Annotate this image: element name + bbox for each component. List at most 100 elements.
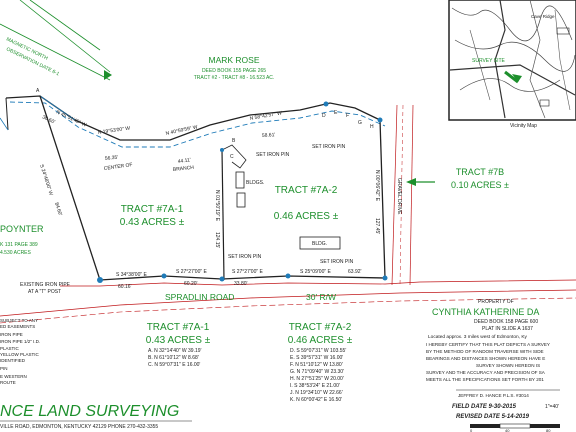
south-boundary bbox=[0, 101, 576, 324]
vicinity-map: SURVEY SITE Cave Ridge bbox=[448, 0, 576, 121]
bottom-7a2-call-h: H. N 27°51'25" W 20.00' bbox=[290, 376, 344, 382]
point-letter-c: C bbox=[230, 154, 234, 160]
bldg-label: BLDG. bbox=[312, 241, 327, 247]
west-boundary bbox=[0, 95, 101, 281]
cert-line-5: SURVEY AND THE ACCURACY AND PRECISION OF… bbox=[426, 370, 546, 375]
bldg-outlines bbox=[221, 144, 341, 250]
point-letter-a: A bbox=[36, 88, 40, 94]
bottom-7a1-name: TRACT #7A-1 bbox=[147, 322, 210, 333]
cert-line-2: BY THE METHOD OF RANDOM TRAVERSE WITH SI… bbox=[426, 349, 544, 354]
bldgs-label: BLDGS. bbox=[246, 180, 264, 186]
left-note-5: PLASTIC bbox=[0, 346, 20, 351]
left-notes: SUBJECT TO ANY ED EASEMENTS IRON PIPE IR… bbox=[0, 318, 40, 385]
poynter-deed: K 131 PAGE 389 bbox=[0, 242, 38, 248]
scale-text: 1"=40' bbox=[545, 404, 559, 410]
cert-line-1: I HEREBY CERTIFY THAT THIS PLAT DEPICTS … bbox=[426, 342, 550, 347]
creek-bearing-4: N 58°42'57" W bbox=[249, 110, 282, 122]
stream-center-label: CENTER OF bbox=[103, 162, 132, 172]
north-arrow bbox=[0, 0, 112, 81]
point-letter-h: H bbox=[370, 124, 374, 130]
point-letter-g: G bbox=[358, 120, 362, 126]
poynter-acres: 4.530 ACRES bbox=[0, 250, 32, 256]
bottom-7a1-call-a: A. N 32°14'40" W 39.19' bbox=[148, 348, 202, 354]
bottom-7a2-name: TRACT #7A-2 bbox=[289, 322, 352, 333]
east-line-dist: 127.45' bbox=[374, 218, 380, 234]
vicinity-town-label: Cave Ridge bbox=[531, 14, 555, 19]
tract-7b-name: TRACT #7B bbox=[456, 167, 504, 177]
cert-line-3: BEARINGS AND DISTANCES SHOWN HEREON HAVE… bbox=[426, 356, 545, 361]
tract-7a1-name: TRACT #7A-1 bbox=[121, 204, 184, 215]
bottom-7a2-call-j: J. N 19°34'10" W 22.66' bbox=[290, 390, 343, 396]
creek-boundary bbox=[5, 95, 386, 148]
cynthia-property-of: PROPERTY OF bbox=[478, 299, 514, 305]
road-call-1-dist: 60.16' bbox=[118, 284, 132, 290]
left-note-4: IRON PIPE 1/2" I.D. bbox=[0, 339, 40, 344]
stream-branch-label: BRANCH bbox=[173, 165, 195, 173]
cynthia-slide: PLAT IN SLIDE A 1637 bbox=[482, 326, 533, 332]
bottom-7a1-acres: 0.43 ACRES ± bbox=[146, 335, 211, 346]
vicinity-site-label: SURVEY SITE bbox=[472, 58, 506, 64]
left-note-2: ED EASEMENTS bbox=[0, 324, 35, 329]
bottom-7a1-call-b: B. N 61°10'12" W 8.68' bbox=[148, 355, 199, 361]
left-note-6: YELLOW PLASTIC bbox=[0, 352, 40, 357]
mark-rose-tracts: TRACT #2 - TRACT #8 - 16.523 AC. bbox=[194, 75, 275, 81]
middle-dividing-line bbox=[221, 149, 225, 281]
scale-tick-80: 80 bbox=[546, 428, 551, 432]
tract-7a2-name: TRACT #7A-2 bbox=[275, 185, 338, 196]
existing-pin-line1: EXISTING IRON PIPE bbox=[20, 282, 71, 288]
revised-date: REVISED DATE 5-14-2019 bbox=[456, 414, 530, 420]
road-name: SPRADLIN ROAD bbox=[165, 292, 234, 302]
left-note-10: ROUTE bbox=[0, 380, 16, 385]
creek-dist-3: 44.11' bbox=[177, 157, 191, 165]
creek-bearing-1: N 45°51'45" W bbox=[55, 109, 87, 128]
tract-7a2-acres: 0.46 ACRES ± bbox=[274, 211, 339, 222]
road-call-2-dist: 60.20' bbox=[184, 281, 198, 287]
mark-rose-name: MARK ROSE bbox=[208, 55, 259, 65]
tract-7b-arrow bbox=[406, 178, 435, 186]
tract-7a1-acres: 0.43 ACRES ± bbox=[120, 217, 185, 228]
scale-tick-40: 40 bbox=[505, 428, 510, 432]
bottom-7a1-call-c: C. N 59°07'31" E 16.00' bbox=[148, 362, 200, 368]
road-call-1-bearing: S 34°38'00" E bbox=[116, 272, 148, 278]
left-note-1: SUBJECT TO ANY bbox=[0, 318, 38, 323]
creek-dist-1: 36.60' bbox=[41, 114, 56, 125]
existing-pin-line2: AT A "T" POST bbox=[28, 289, 61, 295]
point-letter-e: E bbox=[334, 110, 338, 116]
iron-pin-label-2: SET IRON PIN bbox=[312, 144, 346, 150]
scale-tick-0: 0 bbox=[470, 428, 473, 432]
road-row: 30' R/W bbox=[306, 292, 336, 302]
creek-dist-4: 58.61' bbox=[262, 132, 276, 139]
scale-bar bbox=[470, 423, 560, 429]
east-line-bearing: N 00°06'42" E bbox=[374, 170, 380, 202]
road-call-4-bearing: S 25°09'00" E bbox=[300, 269, 332, 275]
point-letter-d: D bbox=[322, 113, 326, 119]
west-line-bearing: S 24°48'00" W bbox=[38, 164, 54, 197]
point-letter-b: B bbox=[232, 138, 236, 144]
cert-line-6: MEETS ALL THE SPECIFICATIONS SET FORTH B… bbox=[426, 377, 544, 382]
cynthia-name: CYNTHIA KATHERINE DA bbox=[432, 307, 539, 317]
bottom-7a2-call-d: D. S 59°07'31" W 103.55' bbox=[290, 348, 346, 354]
left-note-8: PIN bbox=[0, 366, 8, 371]
mark-rose-deed: DEED BOOK 155 PAGE 265 bbox=[202, 68, 266, 74]
field-date: FIELD DATE 9-30-2015 bbox=[452, 404, 517, 410]
bottom-7a2-acres: 0.46 ACRES ± bbox=[288, 335, 353, 346]
tract-7b-acres: 0.10 ACRES ± bbox=[451, 180, 509, 190]
iron-pin-label-4: SET IRON PIN bbox=[320, 259, 354, 265]
cert-line-4: SURVEY SHOWN HEREON IS bbox=[476, 363, 540, 368]
road-call-2-bearing: S 27°27'00" E bbox=[176, 269, 208, 275]
left-note-7: IDENTIFIED bbox=[0, 358, 26, 363]
gravel-drive-label: GRAVEL DRIVE bbox=[396, 178, 402, 215]
bottom-7a2-call-f: F. N 51°10'12" W 13.80' bbox=[290, 362, 343, 368]
creek-dist-2: 56.35' bbox=[105, 155, 119, 162]
certification-block: I HEREBY CERTIFY THAT THIS PLAT DEPICTS … bbox=[426, 342, 550, 382]
iron-pin-label-1: SET IRON PIN bbox=[256, 152, 290, 158]
left-note-9: E WESTERN bbox=[0, 374, 27, 379]
company-address: VILLE ROAD, EDMONTON, KENTUCKY 42129 PHO… bbox=[0, 424, 158, 430]
location-note: Located approx. 3 miles west of Edmonton… bbox=[428, 334, 528, 340]
iron-pin-label-3: SET IRON PIN bbox=[228, 254, 262, 260]
bottom-7a2-call-k: K. N 60°00'42" E 16.50' bbox=[290, 397, 342, 403]
poynter-name: POYNTER bbox=[0, 224, 44, 234]
cynthia-deed: DEED BOOK 158 PAGE 600 bbox=[474, 319, 538, 325]
left-note-3: IRON PIPE bbox=[0, 332, 23, 337]
road-call-3-bearing: S 27°27'00" E bbox=[232, 269, 264, 275]
